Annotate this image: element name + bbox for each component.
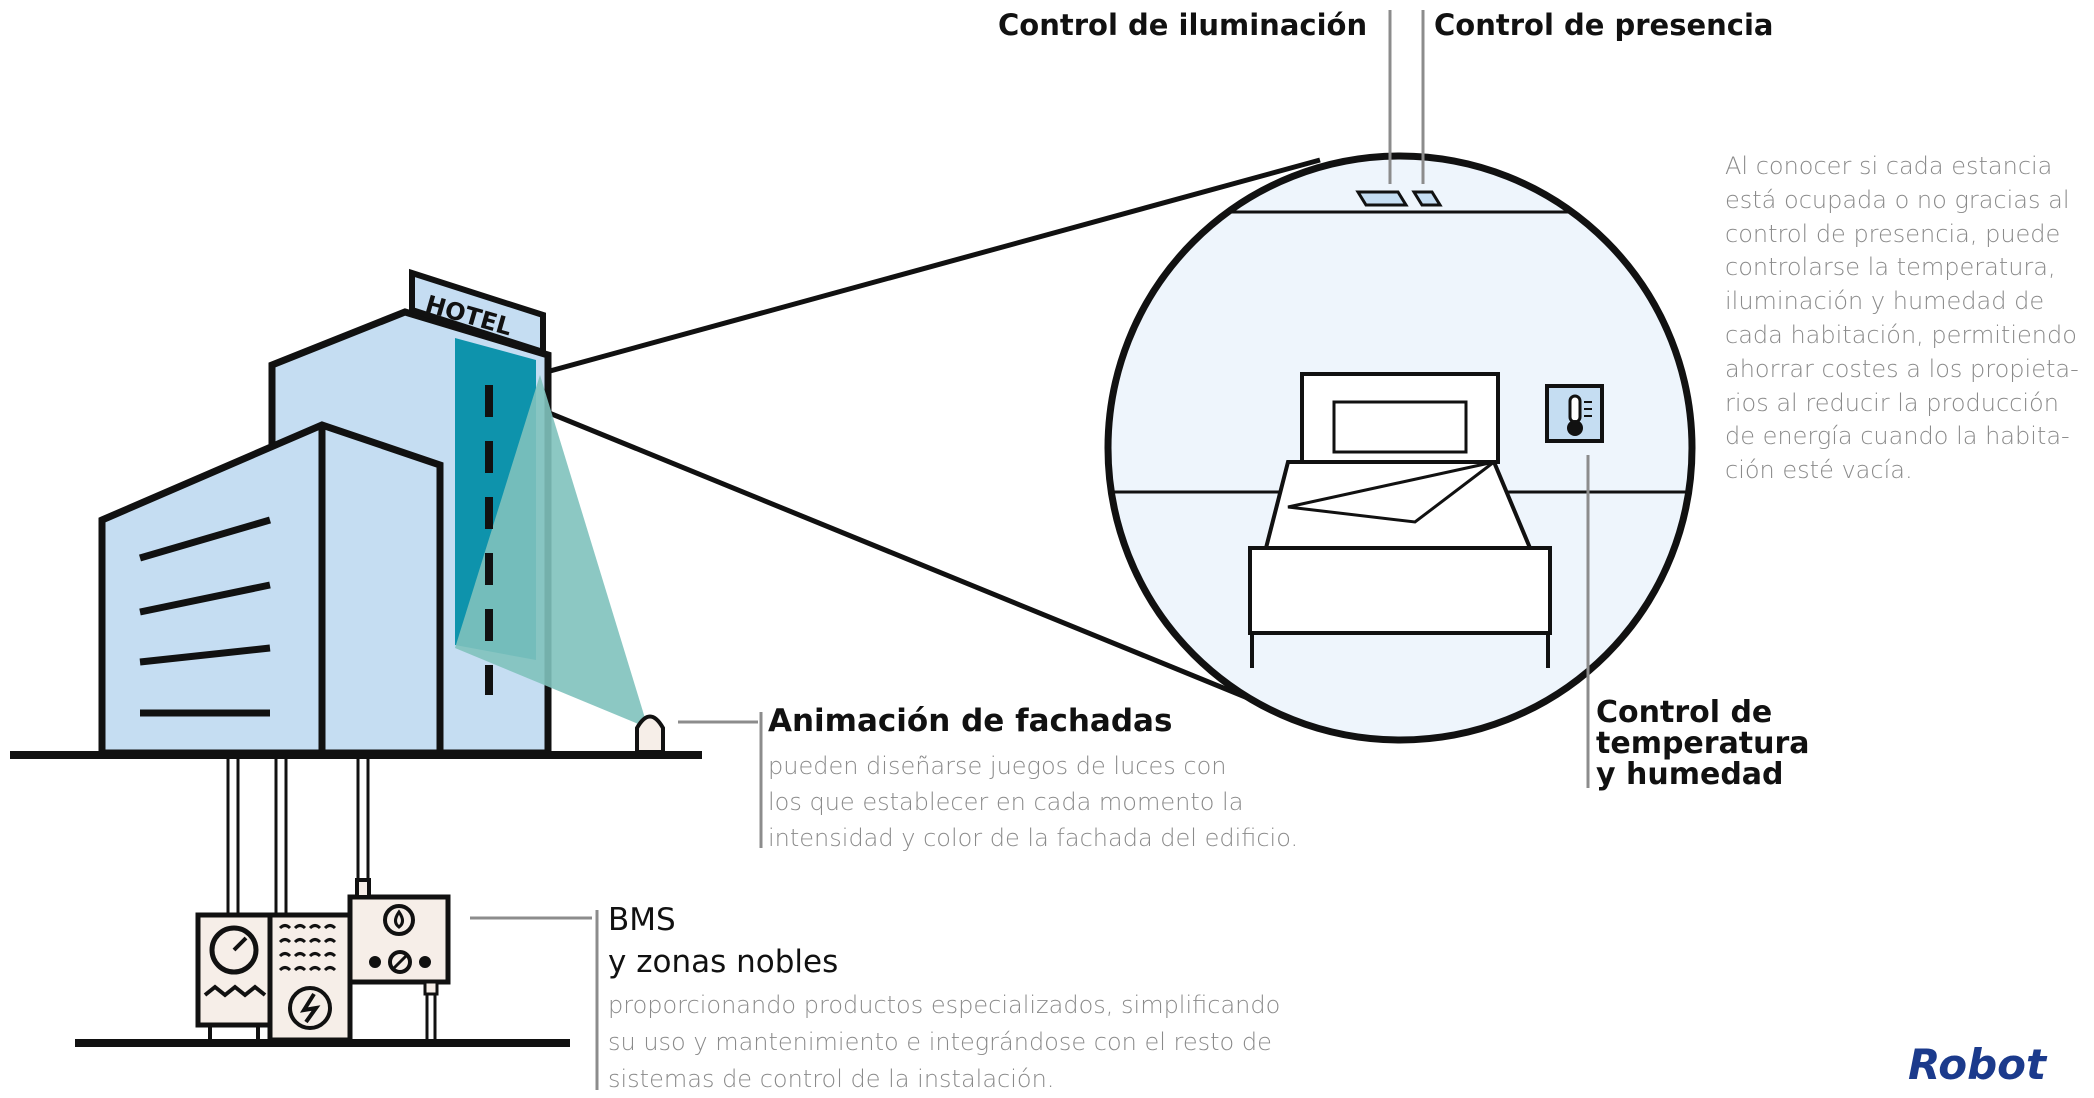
presence-description: Al conocer si cada estancia está ocupada… xyxy=(1725,150,2085,488)
magnified-room xyxy=(1108,156,1692,740)
presence-control-label: Control de presencia xyxy=(1434,8,1774,42)
light-beam xyxy=(455,375,648,728)
presence-description-line: Al conocer si cada estancia xyxy=(1725,152,2053,180)
hotel-sign xyxy=(409,268,546,357)
bms-title: BMS xyxy=(608,902,676,938)
presence-description-line: ción esté vacía. xyxy=(1725,456,1913,485)
bms-description: proporcionando productos especializados,… xyxy=(608,987,1368,1098)
window-line xyxy=(139,516,271,562)
bms-pipes xyxy=(226,758,370,915)
robot-logo: Robot xyxy=(1908,1040,2047,1089)
temperature-control-line: Control de xyxy=(1596,695,1773,730)
presence-sensor-icon xyxy=(1411,190,1443,207)
building-front-block xyxy=(98,421,444,757)
window-line xyxy=(139,644,271,666)
bms-description-line: proporcionando productos especializados,… xyxy=(608,991,1281,1019)
bms-subtitle: y zonas nobles xyxy=(608,944,839,980)
facade-projector-icon xyxy=(635,714,665,754)
window-line xyxy=(139,581,271,616)
presence-description-line: controlarse la temperatura, xyxy=(1725,253,2056,282)
facade-description-line: pueden diseñarse juegos de luces con xyxy=(768,752,1227,780)
facade-description-line: intensidad y color de la fachada del edi… xyxy=(768,824,1299,852)
temperature-control-line: temperatura xyxy=(1596,726,1810,761)
presence-description-line: rios al reducir la producción xyxy=(1725,388,2059,417)
hotel-building xyxy=(10,268,702,759)
facade-description: pueden diseñarse juegos de luces con los… xyxy=(768,748,1328,856)
presence-description-line: está ocupada o no gracias al xyxy=(1725,185,2070,214)
lighting-control-label: Control de iluminación xyxy=(998,8,1368,42)
bms-description-line: sistemas de control de la instalación. xyxy=(608,1065,1055,1093)
lighting-sensor-icon xyxy=(1355,190,1409,207)
boiler-knob xyxy=(419,956,431,968)
boiler-knob xyxy=(369,956,381,968)
bed-icon xyxy=(1248,372,1552,668)
flame-icon xyxy=(383,904,415,936)
bms-equipment xyxy=(75,878,570,1047)
presence-description-line: iluminación y humedad de xyxy=(1725,287,2045,316)
bms-description-line: su uso y mantenimiento e integrándose co… xyxy=(608,1028,1272,1056)
leader-lines xyxy=(470,10,1590,1090)
presence-description-line: ahorrar costes a los propieta- xyxy=(1725,354,2079,383)
presence-description-line: cada habitación, permitiendo xyxy=(1725,320,2077,349)
presence-description-line: de energía cuando la habita- xyxy=(1725,422,2070,451)
magnifier-circle xyxy=(1104,152,1696,744)
vent-grille xyxy=(278,924,337,972)
temperature-control-line: y humedad xyxy=(1596,757,1784,792)
facade-description-line: los que establecer en cada momento la xyxy=(768,788,1244,816)
presence-description-line: control de presencia, puede xyxy=(1725,219,2061,248)
zoom-line-top xyxy=(487,157,1321,391)
facade-title: Animación de fachadas xyxy=(768,703,1173,739)
wave-icon xyxy=(203,984,267,998)
zoom-line-bottom xyxy=(487,385,1266,708)
temperature-control-label: Control de temperatura y humedad xyxy=(1596,697,1810,790)
